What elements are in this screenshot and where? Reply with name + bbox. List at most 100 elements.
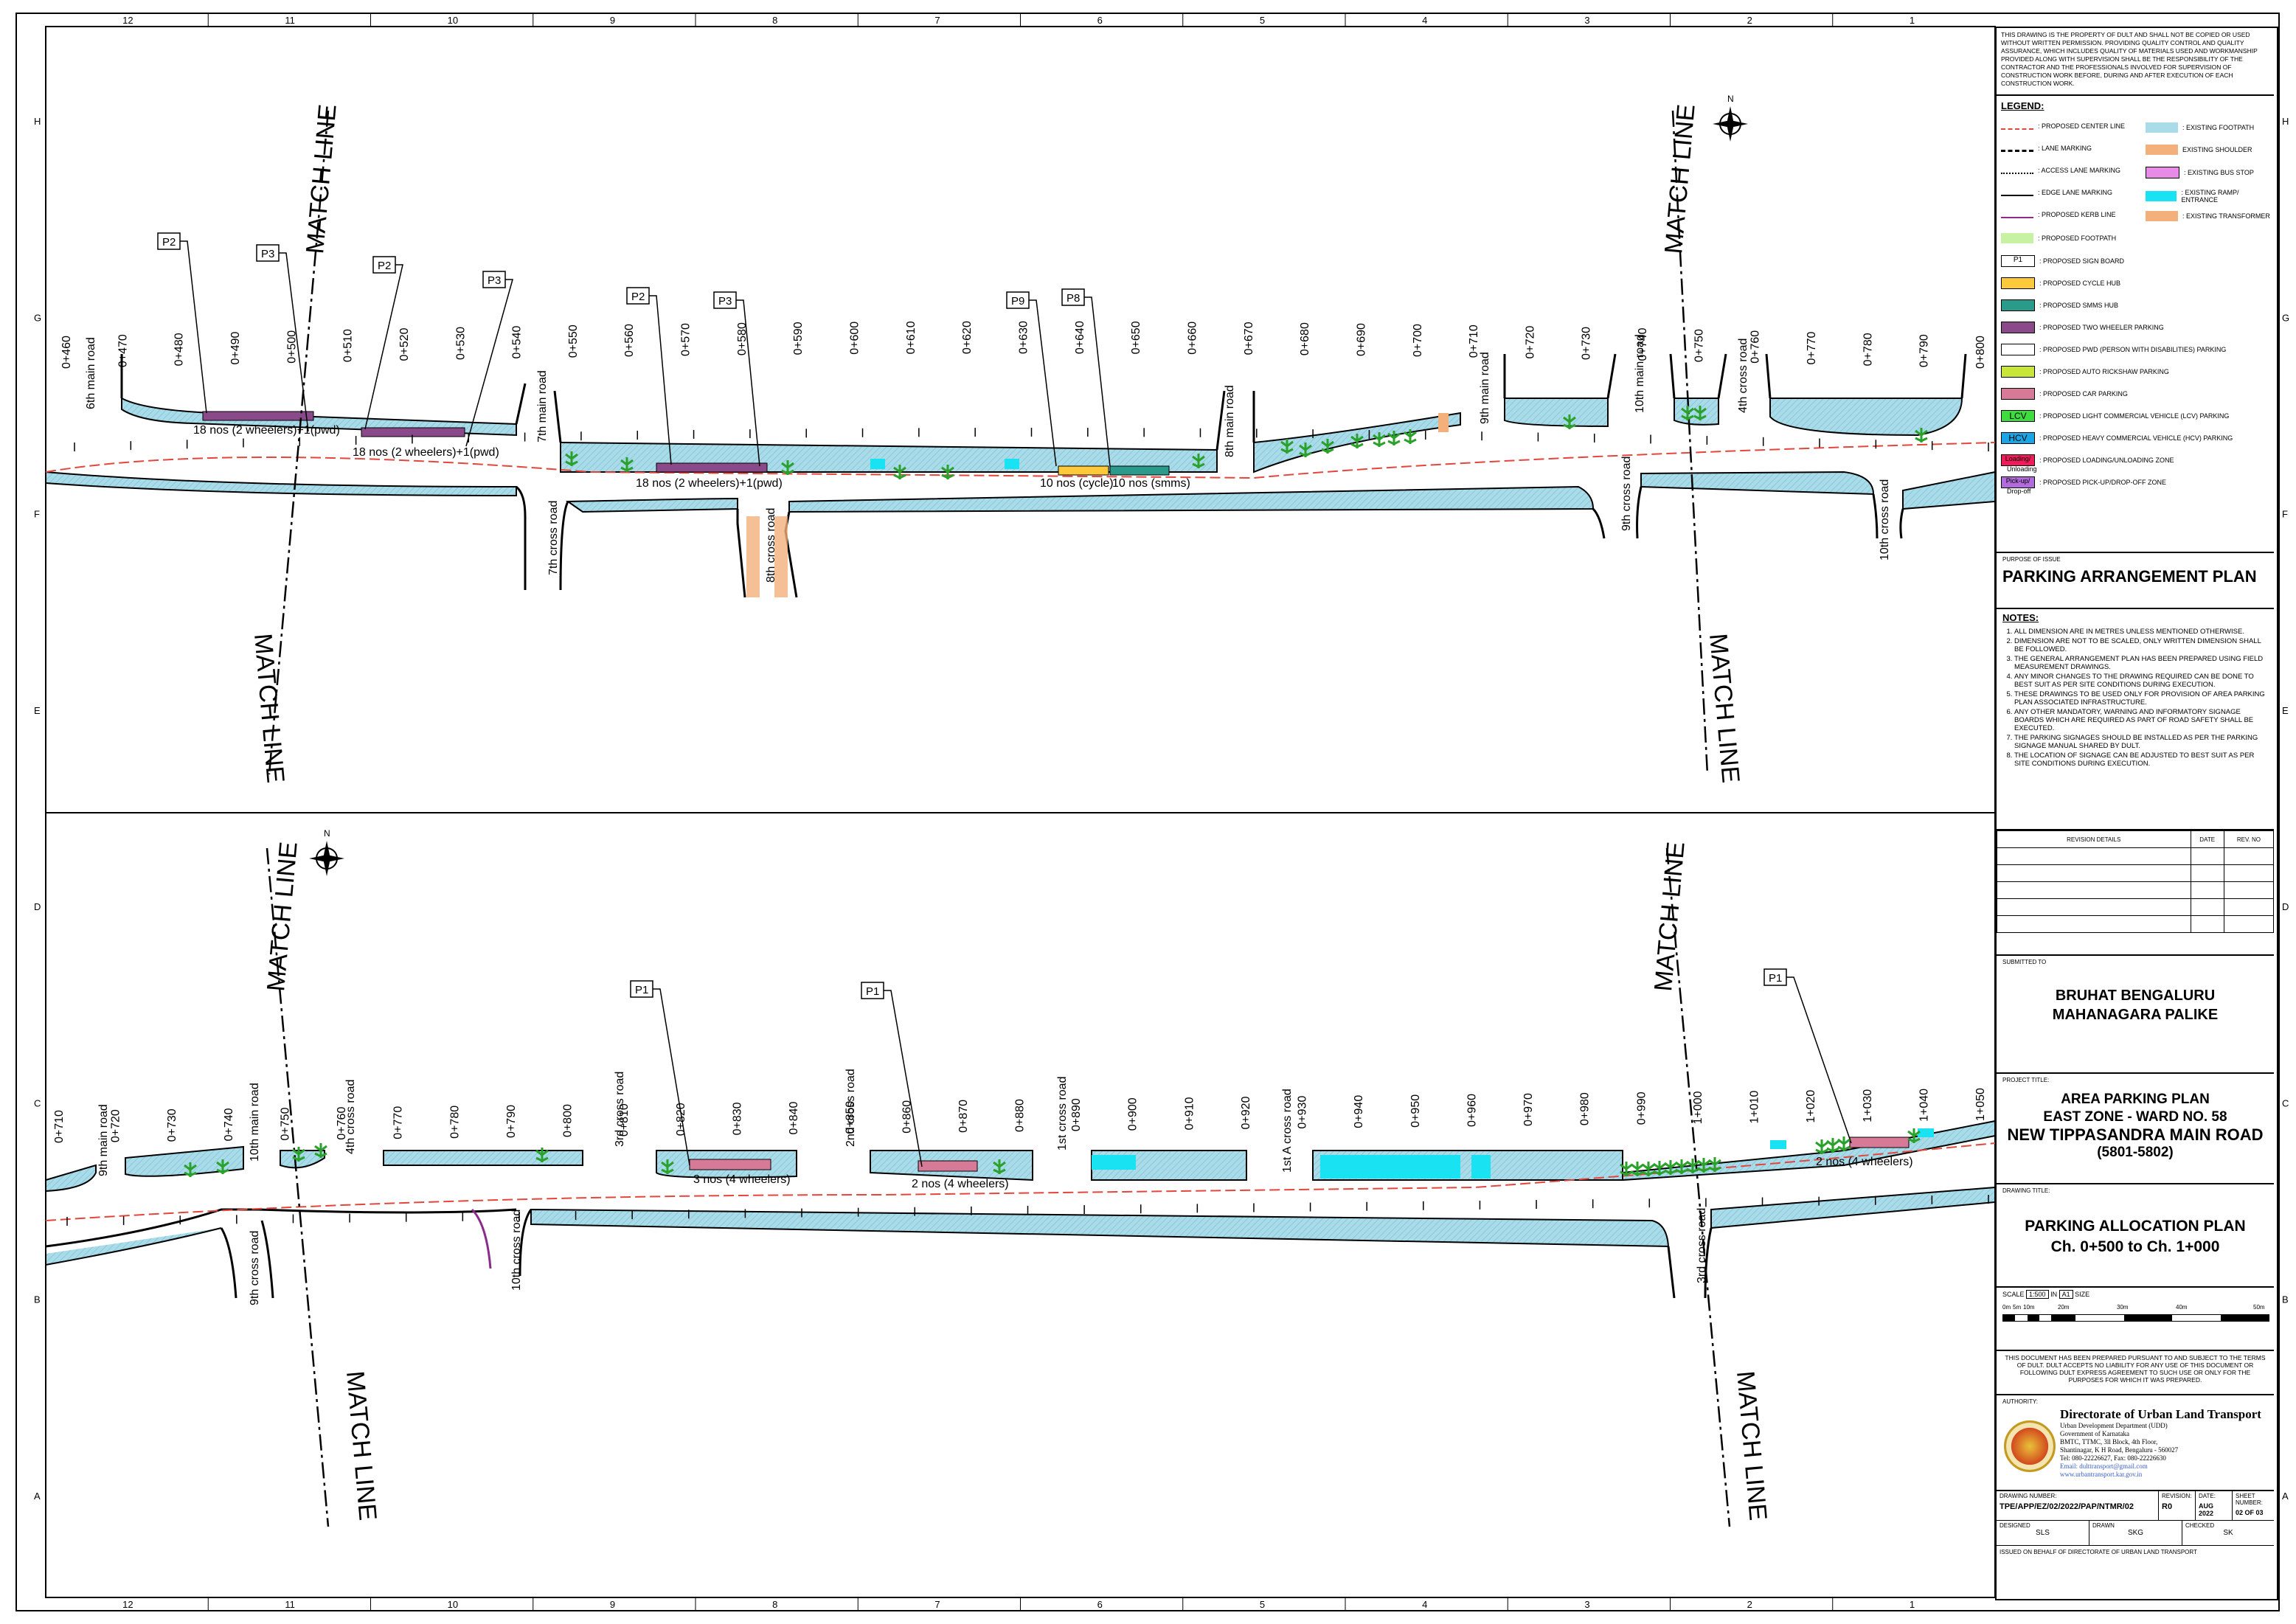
drawing-title-line: PARKING ALLOCATION PLAN [2025, 1218, 2246, 1235]
drawn-cell: DRAWN SKG [2089, 1521, 2182, 1546]
side-road-edge [1899, 508, 1904, 539]
shoulder-icon [2146, 145, 2178, 155]
project-title: PROJECT TITLE: AREA PARKING PLAN EAST ZO… [1997, 1074, 2274, 1184]
chainage-label: 0+930 [1297, 1096, 1309, 1129]
chainage-label: 0+940 [1353, 1095, 1365, 1128]
match-line-top-left [268, 110, 330, 775]
tree-icon [1192, 454, 1205, 468]
note-item: ANY MINOR CHANGES TO THE DRAWING REQUIRE… [2014, 673, 2268, 689]
match-line-label: MATCH LINE [1704, 632, 1745, 784]
tree-icon [1653, 1161, 1666, 1176]
authority-line: Email: dulttransport@gmail.com [2060, 1462, 2148, 1470]
revision-header: REV. NO [2223, 830, 2275, 848]
parking-label: 2 nos (4 wheelers) [912, 1178, 1009, 1190]
chainage-label: 0+680 [1299, 322, 1311, 355]
tree-icon [1681, 406, 1694, 420]
car-icon [2001, 388, 2035, 400]
ex-footpath-icon [2146, 122, 2178, 133]
revision-value: R0 [2162, 1502, 2173, 1511]
note-item: THE PARKING SIGNAGES SHOULD BE INSTALLED… [2014, 734, 2268, 750]
purpose-title: PARKING ARRANGEMENT PLAN [2002, 567, 2257, 586]
sign-leader [649, 295, 672, 465]
row-marker: B [34, 1294, 41, 1305]
car-parking [689, 1159, 771, 1170]
footpath-b [530, 1208, 1670, 1248]
match-line-label: MATCH LINE [301, 103, 342, 255]
two-wheeler-parking [656, 462, 768, 473]
scale-tick: 40m [2176, 1304, 2188, 1311]
column-marker: 6 [1097, 1599, 1103, 1610]
project-line: AREA PARKING PLAN [2061, 1092, 2210, 1107]
scale-size-label: SIZE [2075, 1291, 2090, 1298]
auto-icon [2001, 366, 2035, 378]
road-name: 6th main road [85, 337, 97, 409]
north-arrow-icon: N [309, 828, 344, 876]
column-marker: 12 [122, 15, 133, 26]
chainage-label: 1+020 [1805, 1090, 1817, 1123]
chainage-label: 0+690 [1355, 323, 1367, 356]
legend-row: : PROPOSED CENTER LINE [2001, 122, 2125, 130]
road-name: 3rd cross road [614, 1072, 626, 1147]
chainage-label: 0+820 [675, 1103, 687, 1136]
footpath-b [383, 1150, 583, 1166]
legend-label: : PROPOSED HEAVY COMMERCIAL VEHICLE (HCV… [2039, 434, 2233, 442]
footpath-top-6 [1769, 398, 1963, 437]
chainage-label: 0+990 [1635, 1092, 1648, 1125]
footpath-bottom-3 [788, 485, 1595, 513]
dash-icon [2001, 145, 2033, 152]
legend-row: : EDGE LANE MARKING [2001, 189, 2112, 196]
legend-row: : PROPOSED TWO WHEELER PARKING [2001, 322, 2164, 333]
chainage-label: 1+050 [1974, 1088, 1987, 1121]
legend-row: EXISTING SHOULDER [2146, 145, 2252, 155]
svg-text:N: N [1727, 94, 1734, 104]
chainage-label: 0+660 [1186, 322, 1199, 355]
chainage-label: 0+760 [336, 1107, 348, 1140]
match-line-label: MATCH LINE [341, 1370, 382, 1521]
legend-row: : PROPOSED AUTO RICKSHAW PARKING [2001, 366, 2169, 378]
authority-label: AUTHORITY: [2002, 1398, 2039, 1405]
designed-cell: DESIGNED SLS [1997, 1521, 2089, 1546]
side-road-edge [1667, 1246, 1676, 1299]
legend-row: : PROPOSED CAR PARKING [2001, 388, 2128, 400]
ramp [870, 459, 885, 469]
chainage-label: 0+980 [1579, 1092, 1592, 1125]
svg-text:N: N [324, 828, 330, 839]
hcv-icon: HCV [2001, 432, 2035, 444]
revision-header: DATE [2190, 830, 2224, 848]
side-road-edge [260, 1220, 274, 1299]
parking-label: 10 nos (smms) [1112, 477, 1190, 490]
drawing-title-label: DRAWING TITLE: [2002, 1187, 2050, 1194]
column-marker: 6 [1097, 15, 1103, 26]
top-trees [565, 406, 1928, 479]
chainage-label: 0+590 [792, 322, 805, 355]
road-name: 4th cross road [1737, 339, 1749, 413]
row-marker: D [2282, 901, 2289, 912]
chainage-label: 1+010 [1749, 1090, 1761, 1123]
tree-icon [184, 1162, 197, 1177]
busstop-icon [2146, 167, 2179, 178]
road-name: 1st A cross road [1281, 1089, 1294, 1173]
smms-hub [1109, 465, 1170, 476]
project-line: (5801-5802) [2097, 1145, 2174, 1160]
tree-icon [1907, 1128, 1921, 1143]
match-line-label: MATCH LINE [1731, 1370, 1772, 1521]
chainage-label: 1+040 [1918, 1089, 1930, 1122]
chainage-label: 0+900 [1127, 1097, 1140, 1131]
column-marker: 8 [772, 15, 777, 26]
tree-icon [1350, 434, 1364, 448]
column-marker: 9 [610, 15, 615, 26]
tree-icon [1631, 1162, 1644, 1176]
tree-icon [1675, 1159, 1688, 1174]
chainage-label: 0+710 [53, 1110, 66, 1143]
footpath-bottom-2 [565, 497, 738, 513]
road-name: 7th main road [536, 370, 549, 443]
column-marker: 5 [1260, 15, 1265, 26]
chainage-label: 0+750 [1693, 329, 1705, 362]
tree-icon [1404, 429, 1417, 444]
authority-line: Government of Karnataka [2060, 1430, 2129, 1437]
chainage-label: 0+860 [901, 1100, 913, 1134]
side-road-edge [736, 509, 746, 598]
